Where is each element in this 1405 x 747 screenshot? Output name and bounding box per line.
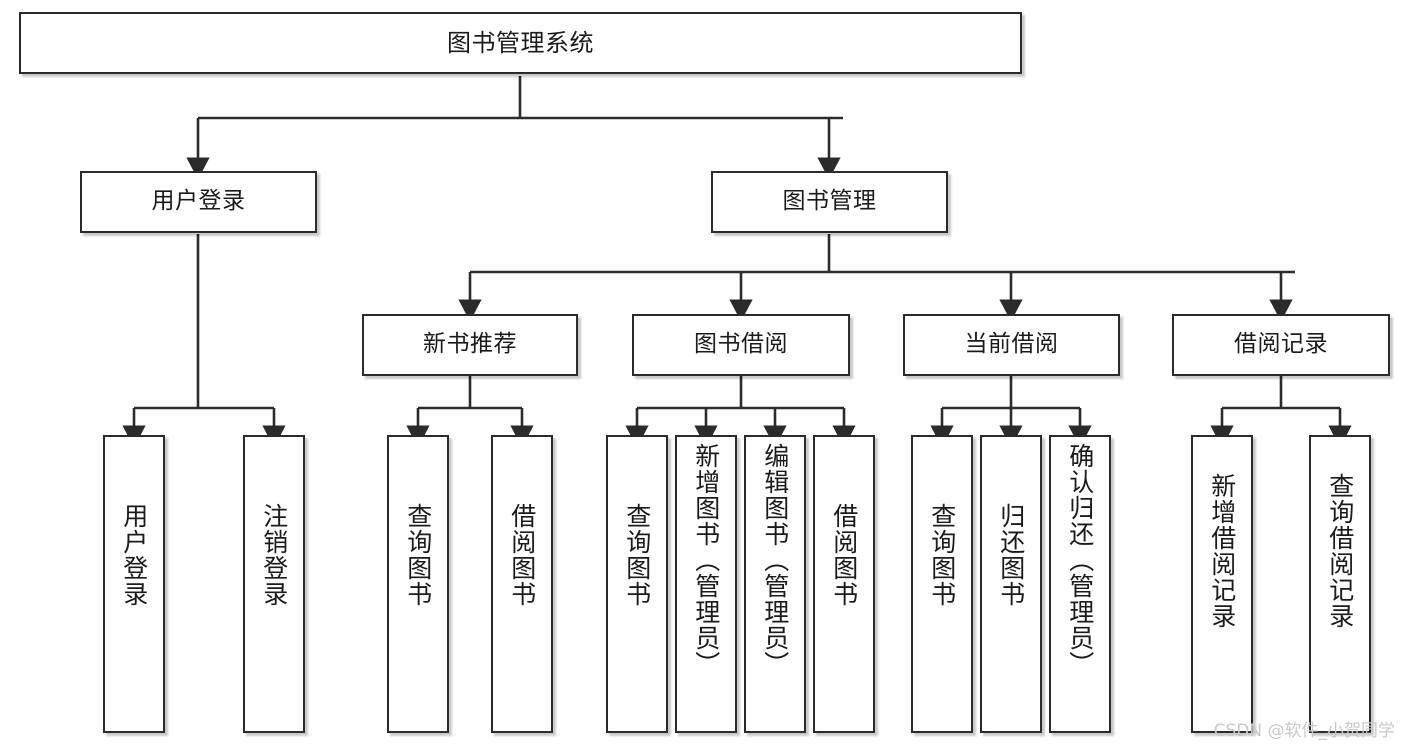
node-book-borrowing[interactable]: 图书借阅 <box>632 314 850 376</box>
node-book-management[interactable]: 图书管理 <box>711 171 948 233</box>
node-leaf-borrow-books-recommendation[interactable]: 借阅图书 <box>491 435 553 733</box>
node-label: 归还图书 <box>996 503 1026 607</box>
node-leaf-query-borrow-record[interactable]: 查询借阅记录 <box>1309 435 1371 733</box>
node-leaf-confirm-return-admin[interactable]: 确认归还（管理员） <box>1049 435 1111 733</box>
node-label: 用户登录 <box>151 188 246 215</box>
node-user-login[interactable]: 用户登录 <box>80 171 317 233</box>
node-label: 编辑图书（管理员） <box>760 443 790 677</box>
node-leaf-user-login[interactable]: 用户登录 <box>103 435 165 733</box>
node-new-book-recommendation[interactable]: 新书推荐 <box>362 314 578 376</box>
node-root-book-management-system[interactable]: 图书管理系统 <box>19 12 1022 74</box>
node-leaf-query-books-borrowing[interactable]: 查询图书 <box>606 435 668 733</box>
node-leaf-query-books-current[interactable]: 查询图书 <box>911 435 973 733</box>
node-borrowing-records[interactable]: 借阅记录 <box>1172 314 1390 376</box>
node-label: 图书管理 <box>782 188 877 215</box>
watermark-text: CSDN @软件_小贺同学 <box>1213 721 1395 741</box>
node-leaf-borrow-books-borrowing[interactable]: 借阅图书 <box>813 435 875 733</box>
node-label: 查询图书 <box>403 503 433 607</box>
node-label: 图书借阅 <box>694 331 788 358</box>
node-leaf-add-book-admin[interactable]: 新增图书（管理员） <box>675 435 737 733</box>
node-label: 注销登录 <box>259 503 289 607</box>
node-leaf-add-borrow-record[interactable]: 新增借阅记录 <box>1191 435 1253 733</box>
node-label: 借阅图书 <box>829 503 859 607</box>
node-label: 借阅记录 <box>1234 331 1328 358</box>
node-label: 图书管理系统 <box>447 28 594 57</box>
node-label: 当前借阅 <box>964 331 1059 358</box>
node-label: 查询图书 <box>622 503 652 607</box>
node-leaf-edit-book-admin[interactable]: 编辑图书（管理员） <box>744 435 806 733</box>
node-label: 新书推荐 <box>423 331 517 358</box>
node-current-borrowing[interactable]: 当前借阅 <box>903 314 1120 376</box>
node-label: 借阅图书 <box>507 503 537 607</box>
node-label: 新增借阅记录 <box>1207 473 1237 629</box>
node-leaf-return-books[interactable]: 归还图书 <box>980 435 1042 733</box>
node-leaf-query-books-recommendation[interactable]: 查询图书 <box>387 435 449 733</box>
node-label: 用户登录 <box>119 503 149 607</box>
node-label: 确认归还（管理员） <box>1065 443 1095 677</box>
node-leaf-logout[interactable]: 注销登录 <box>243 435 305 733</box>
node-label: 查询图书 <box>927 503 957 607</box>
node-label: 查询借阅记录 <box>1325 473 1355 629</box>
node-label: 新增图书（管理员） <box>691 443 721 677</box>
